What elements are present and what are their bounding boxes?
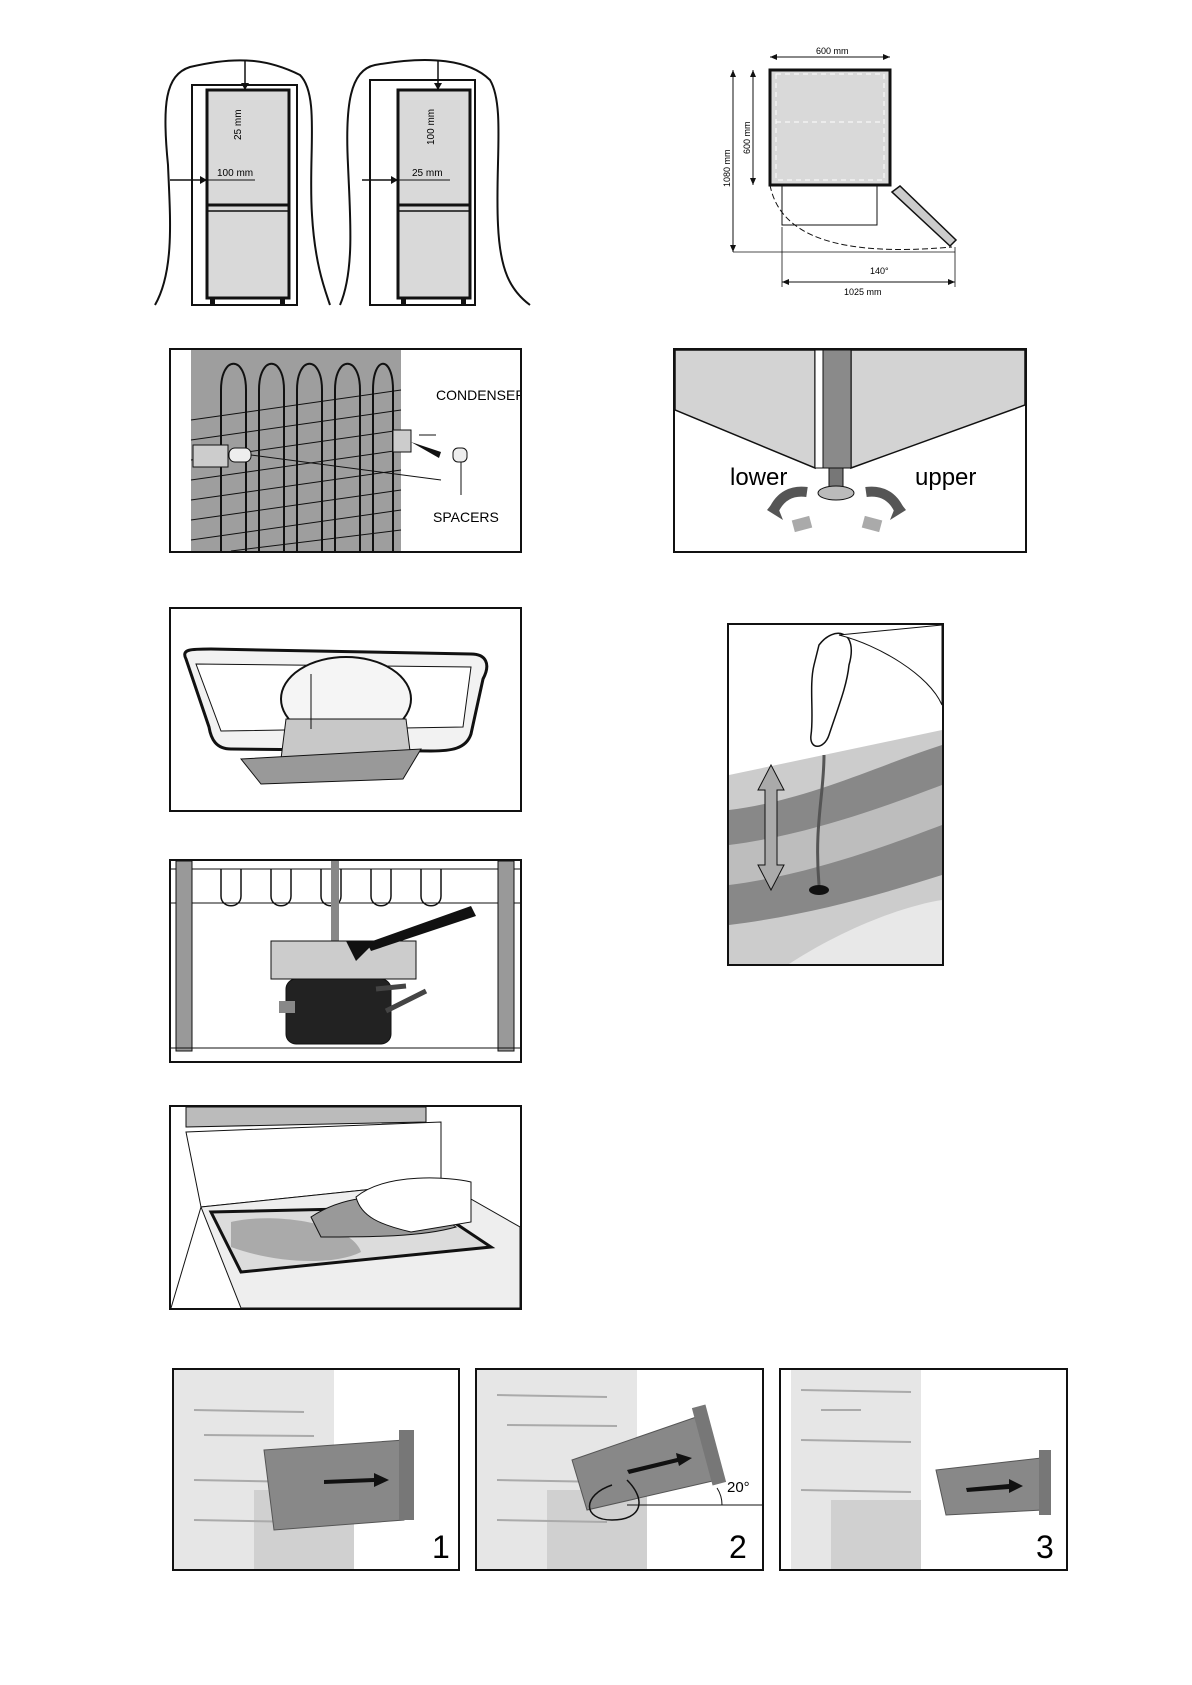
step-panel-1: 1 xyxy=(172,1368,460,1571)
drain-hole-drawing xyxy=(729,625,942,964)
door-angle: 140° xyxy=(870,266,889,276)
spacers-label: SPACERS xyxy=(433,509,499,525)
drain-hole-panel xyxy=(727,623,944,966)
condenser-panel: CONDENSER SPACERS xyxy=(169,348,522,553)
compressor-panel xyxy=(169,859,522,1063)
step-2-drawing: 20° 2 xyxy=(477,1370,762,1569)
step-panel-2: 20° 2 xyxy=(475,1368,764,1571)
feet-panel: lower upper xyxy=(673,348,1027,553)
condenser-label: CONDENSER xyxy=(436,387,520,403)
total-depth-dimension: 1080 mm xyxy=(722,149,732,187)
step-2-number: 2 xyxy=(729,1529,747,1565)
swing-dimension: 1025 mm xyxy=(844,287,882,297)
left-side-clearance: 100 mm xyxy=(217,168,253,179)
depth-dimension: 600 mm xyxy=(742,121,752,154)
compressor-drawing xyxy=(171,861,520,1061)
dimensions-drawing: 600 mm 600 mm 1080 mm 140° 1025 mm xyxy=(720,42,970,307)
step-1-number: 1 xyxy=(432,1529,450,1565)
step-3-drawing: 3 xyxy=(781,1370,1066,1569)
clearance-drawing: 25 mm 100 mm 100 mm 25 mm xyxy=(150,55,540,310)
feet-drawing: lower upper xyxy=(675,350,1025,551)
step-2-angle: 20° xyxy=(727,1479,750,1496)
clearance-diagram: 25 mm 100 mm 100 mm 25 mm xyxy=(150,55,540,310)
step-panel-3: 3 xyxy=(779,1368,1068,1571)
right-top-clearance: 100 mm xyxy=(426,109,437,145)
width-dimension: 600 mm xyxy=(816,46,849,56)
upper-label: upper xyxy=(915,464,976,491)
cleaning-panel xyxy=(169,1105,522,1310)
step-3-number: 3 xyxy=(1036,1529,1054,1565)
drain-tray-drawing xyxy=(171,609,520,810)
condenser-drawing: CONDENSER SPACERS xyxy=(171,350,520,551)
lower-label: lower xyxy=(730,464,787,491)
step-1-drawing: 1 xyxy=(174,1370,458,1569)
cleaning-drawing xyxy=(171,1107,520,1308)
dimensions-diagram: 600 mm 600 mm 1080 mm 140° 1025 mm xyxy=(720,42,970,307)
drain-tray-panel xyxy=(169,607,522,812)
left-top-clearance: 25 mm xyxy=(233,109,244,140)
right-side-clearance: 25 mm xyxy=(412,168,443,179)
